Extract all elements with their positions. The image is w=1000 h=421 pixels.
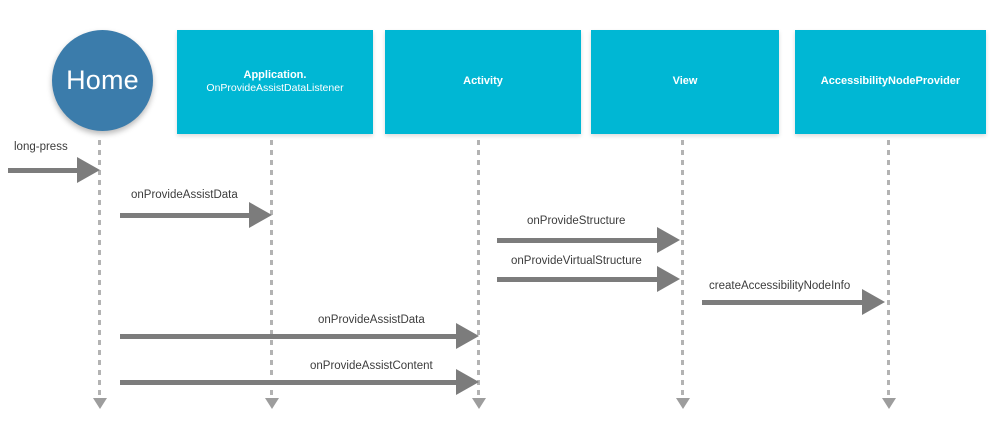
message-label-on-provide-structure: onProvideStructure — [527, 215, 626, 227]
participant-activity[interactable]: Activity — [385, 30, 581, 134]
participant-view-label: View — [672, 75, 698, 88]
participant-accessibility-node-provider[interactable]: AccessibilityNodeProvider — [795, 30, 986, 134]
participant-view[interactable]: View — [591, 30, 779, 134]
participant-application-listener[interactable]: Application. OnProvideAssistDataListener — [177, 30, 373, 134]
participant-activity-label: Activity — [463, 75, 503, 88]
message-line-long-press — [8, 168, 78, 173]
message-arrowhead-on-provide-assist-content — [456, 369, 479, 395]
participant-application-listener-label-sub: OnProvideAssistDataListener — [206, 82, 344, 95]
message-line-on-provide-assist-content — [120, 380, 457, 385]
message-line-on-provide-assist-data-1 — [120, 213, 250, 218]
message-label-on-provide-assist-content: onProvideAssistContent — [310, 360, 433, 372]
message-arrowhead-on-provide-assist-data-1 — [249, 202, 272, 228]
participant-accessibility-node-provider-label: AccessibilityNodeProvider — [820, 75, 961, 88]
message-label-on-provide-assist-data-2: onProvideAssistData — [318, 314, 425, 326]
message-arrowhead-create-accessibility-node-info — [862, 289, 885, 315]
lifeline-accessibility-node-provider-end-arrow — [882, 398, 896, 409]
message-label-create-accessibility-node-info: createAccessibilityNodeInfo — [709, 280, 851, 292]
lifeline-home-end-arrow — [93, 398, 107, 409]
message-line-on-provide-structure — [497, 238, 658, 243]
message-arrowhead-long-press — [77, 157, 100, 183]
lifeline-home — [98, 140, 101, 398]
message-line-on-provide-assist-data-2 — [120, 334, 457, 339]
participant-application-listener-label: Application. OnProvideAssistDataListener — [200, 69, 349, 96]
message-label-long-press: long-press — [14, 141, 68, 153]
actor-home-label: Home — [66, 65, 139, 95]
message-line-on-provide-virtual-structure — [497, 277, 658, 282]
message-label-on-provide-assist-data-1: onProvideAssistData — [131, 189, 238, 201]
message-arrowhead-on-provide-assist-data-2 — [456, 323, 479, 349]
message-label-on-provide-virtual-structure: onProvideVirtualStructure — [511, 255, 642, 267]
participant-application-listener-label-main: Application. — [243, 68, 307, 81]
actor-home[interactable]: Home — [52, 30, 153, 131]
message-line-create-accessibility-node-info — [702, 300, 863, 305]
lifeline-activity-end-arrow — [472, 398, 486, 409]
lifeline-application-listener — [270, 140, 273, 398]
lifeline-activity — [477, 140, 480, 398]
message-arrowhead-on-provide-virtual-structure — [657, 266, 680, 292]
lifeline-accessibility-node-provider — [887, 140, 890, 398]
lifeline-view-end-arrow — [676, 398, 690, 409]
lifeline-view — [681, 140, 684, 398]
message-arrowhead-on-provide-structure — [657, 227, 680, 253]
lifeline-application-listener-end-arrow — [265, 398, 279, 409]
